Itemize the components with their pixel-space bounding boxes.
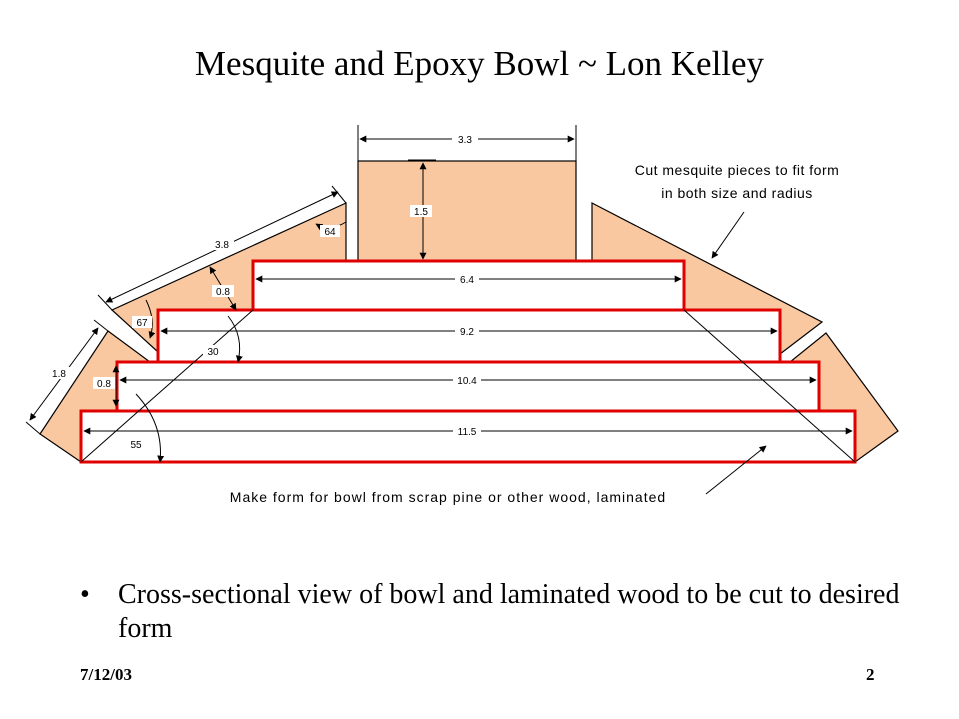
top-center-piece [357,160,577,262]
form-layer-4 [79,409,857,464]
dim-upper-length: 3.8 [97,185,347,311]
form-right-taper-line [683,309,856,463]
dim-upper-thickness: 0.8 [209,266,237,311]
dim-layer-4-label: 11.5 [458,427,477,438]
angle-upper-rise-label: 30 [207,347,219,358]
angle-upper-rise: 30 [203,315,243,363]
dim-top-width-label: 3.3 [458,135,472,146]
angle-lower-rise: 55 [126,393,165,463]
mesquite-note-line1: Cut mesquite pieces to fit form [635,162,840,178]
dim-lower-thickness: 0.8 [93,365,120,407]
dim-layer-3-label: 10.4 [457,376,477,387]
angle-upper-bottom: 67 [132,299,156,339]
angle-upper-top: 64 [315,221,347,238]
dim-upper-length-label: 3.8 [215,240,229,251]
lower-right-piece [788,332,899,464]
bullet-dot: • [80,579,90,610]
form-note-text: Make form for bowl from scrap pine or ot… [230,489,666,505]
dim-lower-thickness-label: 0.8 [97,379,111,390]
slide-title: Mesquite and Epoxy Bowl ~ Lon Kelley [194,44,765,83]
upper-left-piece [110,202,347,354]
dim-layer-1: 6.4 [255,273,682,286]
form-note: Make form for bowl from scrap pine or ot… [230,445,767,505]
dim-upper-thickness-label: 0.8 [216,287,230,298]
dim-layer-2-label: 9.2 [460,327,474,338]
mesquite-note-arrow [711,211,745,259]
dim-layer-2: 9.2 [160,325,778,338]
angle-lower-rise-label: 55 [130,440,142,451]
footer-page-number: 2 [866,665,875,684]
dim-layer-1-label: 6.4 [460,275,474,286]
mesquite-note: Cut mesquite pieces to fit form in both … [635,162,840,259]
footer-date: 7/12/03 [80,665,132,684]
angle-upper-top-label: 64 [324,227,336,238]
dim-lower-length: 1.8 [25,319,109,435]
dim-top-width: 3.3 [357,125,577,161]
form-note-arrow [705,445,767,495]
dim-top-height: 1.5 [408,159,436,260]
bullet-text: Cross-sectional view of bowl and laminat… [118,579,900,644]
dim-layer-3: 10.4 [119,374,817,387]
angle-upper-bottom-label: 67 [136,318,148,329]
dim-lower-length-label: 1.8 [52,369,66,380]
dim-layer-4: 11.5 [83,425,853,438]
mesquite-note-line2: in both size and radius [661,185,813,201]
form-left-taper-line [80,309,254,463]
dim-top-height-label: 1.5 [414,207,428,218]
